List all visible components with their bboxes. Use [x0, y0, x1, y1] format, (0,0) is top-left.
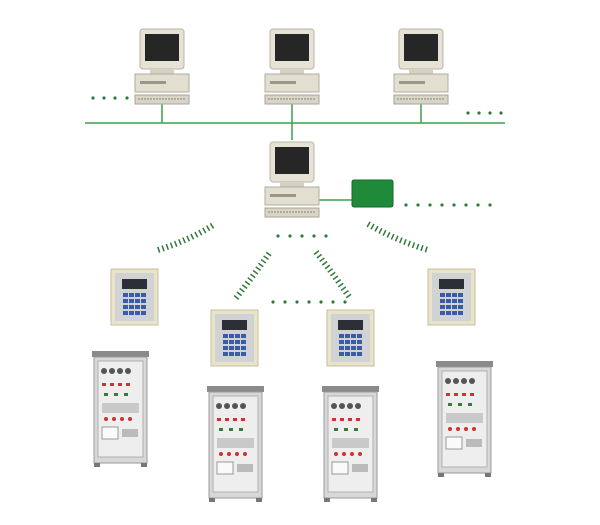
ellipsis-dots-terminals — [271, 300, 347, 304]
ellipsis-dots-gateway — [404, 203, 492, 207]
electrical-cabinet-icon — [321, 385, 380, 503]
electrical-cabinet-icon — [206, 385, 265, 503]
workstation-left-icon — [134, 28, 190, 105]
electrical-cabinet-icon — [91, 350, 150, 468]
control-terminal-icon — [326, 309, 375, 367]
workstation-center-icon — [264, 28, 320, 105]
control-terminal-icon — [210, 309, 259, 367]
server-computer-icon — [264, 141, 320, 218]
ellipsis-dots-top-left — [91, 96, 129, 100]
control-terminal-icon — [427, 268, 476, 326]
workstation-right-icon — [393, 28, 449, 105]
wireless-signal-icon — [313, 250, 353, 300]
electrical-cabinet-icon — [435, 360, 494, 478]
ellipsis-dots-server — [276, 234, 328, 238]
gateway-box-icon — [351, 179, 394, 208]
wireless-signal-icon — [157, 221, 217, 253]
control-terminal-icon — [110, 268, 159, 326]
ellipsis-dots-top-right — [466, 111, 503, 115]
wireless-signal-icon — [366, 221, 429, 253]
wireless-signal-icon — [233, 250, 273, 300]
